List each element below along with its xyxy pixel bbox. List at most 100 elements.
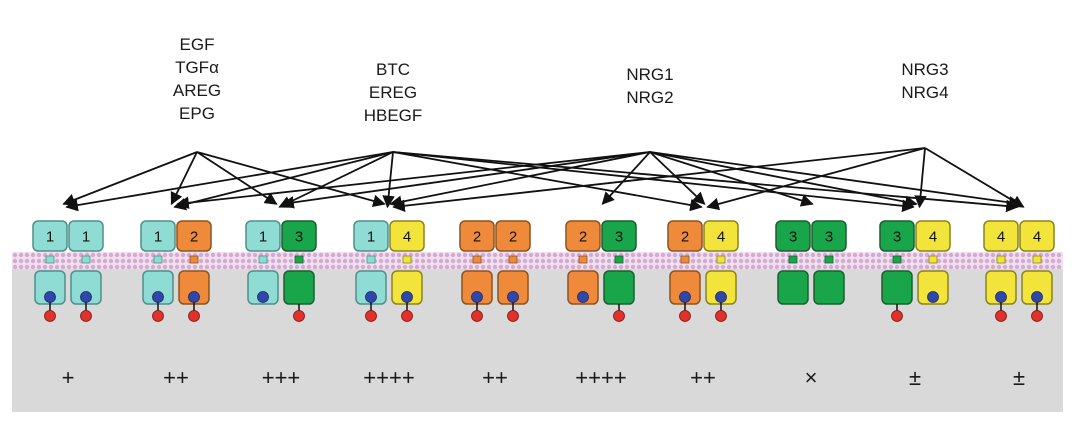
kinase-domain bbox=[813, 270, 845, 305]
kinase-site-icon bbox=[679, 291, 691, 303]
binding-arrow bbox=[649, 151, 706, 205]
activity-level: ++ bbox=[482, 365, 508, 390]
extracellular-domain bbox=[32, 220, 68, 252]
extracellular-domain bbox=[68, 220, 104, 252]
extracellular-domain bbox=[601, 220, 637, 252]
transmembrane-segment bbox=[1032, 255, 1042, 264]
transmembrane-segment bbox=[258, 255, 268, 264]
phosphate-icon bbox=[152, 310, 164, 322]
extracellular-domain bbox=[389, 220, 425, 252]
ligand-name: EPG bbox=[179, 104, 215, 123]
receptor-number: 1 bbox=[82, 229, 90, 246]
extracellular-domain bbox=[495, 220, 531, 252]
binding-arrow bbox=[389, 151, 651, 208]
phosphate-icon bbox=[507, 310, 519, 322]
kinase-site-icon bbox=[471, 291, 483, 303]
activity-level: ++++ bbox=[575, 365, 626, 390]
binding-arrow bbox=[649, 151, 918, 209]
kinase-domain bbox=[567, 270, 599, 305]
kinase-domain bbox=[777, 270, 809, 305]
phosphate-icon bbox=[188, 310, 200, 322]
receptor-number: 2 bbox=[681, 229, 689, 246]
receptor-number: 1 bbox=[259, 229, 267, 246]
binding-arrow bbox=[601, 151, 651, 205]
ligand-name: HBEGF bbox=[364, 106, 423, 125]
kinase-site-icon bbox=[365, 291, 377, 303]
transmembrane-segment bbox=[996, 255, 1006, 264]
binding-arrow bbox=[392, 151, 915, 213]
binding-arrow bbox=[392, 147, 926, 213]
transmembrane-segment bbox=[45, 255, 55, 264]
activity-level: ++ bbox=[690, 365, 716, 390]
extracellular-domain bbox=[245, 220, 281, 252]
phosphate-icon bbox=[715, 310, 727, 322]
receptor-number: 3 bbox=[295, 229, 303, 246]
phosphate-icon bbox=[891, 310, 903, 322]
binding-arrow bbox=[65, 151, 394, 212]
binding-arrow bbox=[706, 147, 926, 211]
binding-arrow bbox=[176, 151, 651, 210]
extracellular-domain bbox=[281, 220, 317, 252]
extracellular-domain bbox=[983, 220, 1019, 252]
kinase-site-icon bbox=[188, 291, 200, 303]
phosphate-icon bbox=[293, 310, 305, 322]
binding-arrow bbox=[649, 151, 814, 207]
transmembrane-segment bbox=[189, 255, 199, 264]
binding-arrow bbox=[392, 151, 703, 212]
transmembrane-segment bbox=[81, 255, 91, 264]
kinase-site-icon bbox=[1031, 291, 1043, 303]
phosphate-icon bbox=[401, 310, 413, 322]
binding-arrow bbox=[382, 151, 395, 209]
kinase-site-icon bbox=[152, 291, 164, 303]
extracellular-domain bbox=[667, 220, 703, 252]
ligand-name: NRG4 bbox=[901, 83, 948, 102]
extracellular-domain bbox=[703, 220, 739, 252]
kinase-site-icon bbox=[577, 291, 589, 303]
receptor-number: 4 bbox=[997, 229, 1005, 246]
transmembrane-segment bbox=[294, 255, 304, 264]
extracellular-domain bbox=[811, 220, 847, 252]
binding-arrow bbox=[278, 151, 394, 208]
extracellular-domain bbox=[879, 220, 915, 252]
transmembrane-segment bbox=[472, 255, 482, 264]
phosphate-icon bbox=[80, 310, 92, 322]
binding-arrow bbox=[62, 151, 198, 206]
receptor-number: 2 bbox=[509, 229, 517, 246]
ligand-name: TGFα bbox=[175, 58, 219, 77]
transmembrane-segment bbox=[402, 255, 412, 264]
transmembrane-segment bbox=[892, 255, 902, 264]
receptor-number: 1 bbox=[46, 229, 54, 246]
phosphate-icon bbox=[613, 310, 625, 322]
transmembrane-segment bbox=[788, 255, 798, 264]
extracellular-domain bbox=[140, 220, 176, 252]
receptor-number: 2 bbox=[190, 229, 198, 246]
binding-arrow bbox=[914, 147, 927, 209]
kinase-domain bbox=[881, 270, 913, 305]
kinase-site-icon bbox=[995, 291, 1007, 303]
kinase-domain bbox=[917, 270, 949, 305]
phosphate-icon bbox=[471, 310, 483, 322]
activity-level: + bbox=[62, 365, 75, 390]
kinase-site-icon bbox=[401, 291, 413, 303]
extracellular-domain bbox=[775, 220, 811, 252]
kinase-site-icon bbox=[257, 291, 269, 303]
kinase-domain bbox=[283, 270, 315, 305]
extracellular-domain bbox=[459, 220, 495, 252]
kinase-site-icon bbox=[927, 291, 939, 303]
extracellular-domain bbox=[353, 220, 389, 252]
ligand-name: EREG bbox=[369, 83, 417, 102]
binding-arrow bbox=[649, 151, 1022, 209]
receptor-number: 3 bbox=[615, 229, 623, 246]
kinase-site-icon bbox=[44, 291, 56, 303]
